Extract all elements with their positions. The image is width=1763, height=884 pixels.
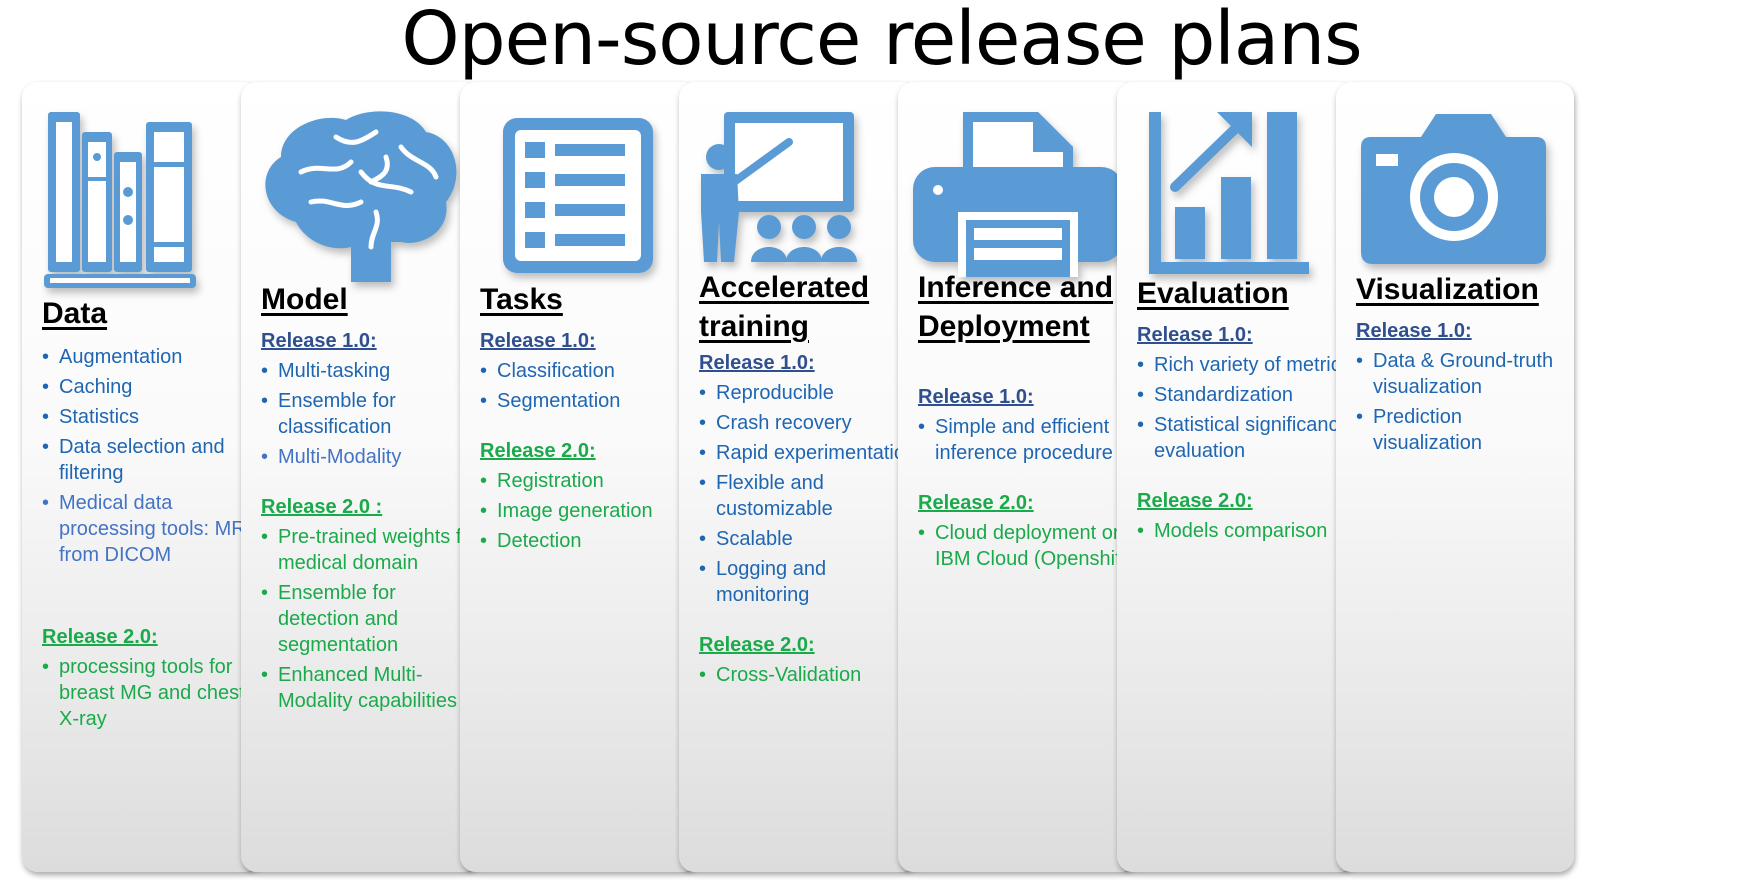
card-data: Data Augmentation Caching Statistics Dat…: [22, 82, 260, 872]
list-item: Enhanced Multi-Modality capabilities: [261, 662, 481, 714]
list-item: Data & Ground-truth visualization: [1356, 348, 1576, 400]
card-inference-deployment: Inference and Deployment Release 1.0: Si…: [898, 82, 1136, 872]
card-evaluation: Evaluation Release 1.0: Rich variety of …: [1117, 82, 1355, 872]
card-visualization: Visualization Release 1.0: Data & Ground…: [1336, 82, 1574, 872]
bar-chart-icon: [1117, 102, 1355, 297]
books-icon: [22, 102, 260, 297]
list-item: Ensemble for detection and segmentation: [261, 580, 481, 658]
card-tasks: Tasks Release 1.0: Classification Segmen…: [460, 82, 698, 872]
list-item: Reproducible: [699, 380, 919, 406]
card-content: Release 1.0: Simple and efficient infere…: [918, 384, 1138, 576]
release-2-label: Release 2.0 :: [261, 496, 383, 518]
list-item: Image generation: [480, 498, 700, 524]
list-item: Crash recovery: [699, 410, 919, 436]
list-item: Scalable: [699, 526, 919, 552]
release-2-label: Release 2.0:: [918, 492, 1034, 514]
page-title: Open-source release plans: [401, 0, 1362, 82]
list-item: Data selection and filtering: [42, 434, 262, 486]
list-item: Medical data processing tools: MRI from …: [42, 490, 262, 568]
list-item: Rich variety of metrics: [1137, 352, 1357, 378]
list-item: Multi-tasking: [261, 358, 481, 384]
card-heading: Model: [261, 283, 348, 316]
card-content: Release 1.0: Data & Ground-truth visuali…: [1356, 318, 1576, 460]
list-item: Segmentation: [480, 388, 700, 414]
release-1-label: Release 1.0:: [918, 386, 1034, 408]
list-item: Logging and monitoring: [699, 556, 919, 608]
list-item: Pre-trained weights for medical domain: [261, 524, 481, 576]
list-item: Ensemble for classification: [261, 388, 481, 440]
card-heading: Inference and Deployment: [918, 271, 1114, 343]
list-item: Augmentation: [42, 344, 262, 370]
release-2-label: Release 2.0:: [480, 440, 596, 462]
list-item: Registration: [480, 468, 700, 494]
release-1-label: Release 1.0:: [1137, 324, 1253, 346]
list-item: Classification: [480, 358, 700, 384]
release-2-label: Release 2.0:: [699, 634, 815, 656]
card-accelerated-training: Accelerated training Release 1.0: Reprod…: [679, 82, 917, 872]
card-model: Model Release 1.0: Multi-tasking Ensembl…: [241, 82, 479, 872]
card-heading: Accelerated training: [699, 271, 870, 343]
release-1-label: Release 1.0:: [480, 330, 596, 352]
card-heading: Evaluation: [1137, 277, 1289, 310]
card-content: Release 1.0: Reproducible Crash recovery…: [699, 350, 919, 692]
list-item: Models comparison: [1137, 518, 1357, 544]
printer-icon: [898, 102, 1136, 297]
list-item: Simple and efficient inference procedure: [918, 414, 1138, 466]
presentation-icon: [679, 102, 917, 297]
release-1-label: Release 1.0:: [1356, 320, 1472, 342]
list-item: Detection: [480, 528, 700, 554]
card-content: Release 1.0: Classification Segmentation…: [480, 328, 700, 558]
cards-row: Data Augmentation Caching Statistics Dat…: [22, 82, 1747, 872]
release-1-label: Release 1.0:: [699, 352, 815, 374]
brain-icon: [241, 102, 479, 297]
release-1-label: Release 1.0:: [261, 330, 377, 352]
list-item: Multi-Modality: [261, 444, 481, 470]
list-item: Flexible and customizable: [699, 470, 919, 522]
card-heading: Data: [42, 297, 108, 330]
list-item: Standardization: [1137, 382, 1357, 408]
list-item: Cloud deployment on IBM Cloud (Openshift…: [918, 520, 1138, 572]
checklist-icon: [460, 102, 698, 297]
list-item: Statistical significance evaluation: [1137, 412, 1357, 464]
list-item: Rapid experimentation: [699, 440, 919, 466]
camera-icon: [1336, 102, 1574, 297]
card-content: Release 1.0: Multi-tasking Ensemble for …: [261, 328, 481, 718]
list-item: Prediction visualization: [1356, 404, 1576, 456]
list-item: Statistics: [42, 404, 262, 430]
list-item: Caching: [42, 374, 262, 400]
card-content: Augmentation Caching Statistics Data sel…: [42, 340, 262, 736]
card-heading: Visualization: [1356, 273, 1539, 306]
release-2-label: Release 2.0:: [42, 626, 158, 648]
card-heading: Tasks: [480, 283, 563, 316]
list-item: Cross-Validation: [699, 662, 919, 688]
card-content: Release 1.0: Rich variety of metrics Sta…: [1137, 322, 1357, 548]
release-2-label: Release 2.0:: [1137, 490, 1253, 512]
list-item: processing tools for breast MG and chest…: [42, 654, 262, 732]
